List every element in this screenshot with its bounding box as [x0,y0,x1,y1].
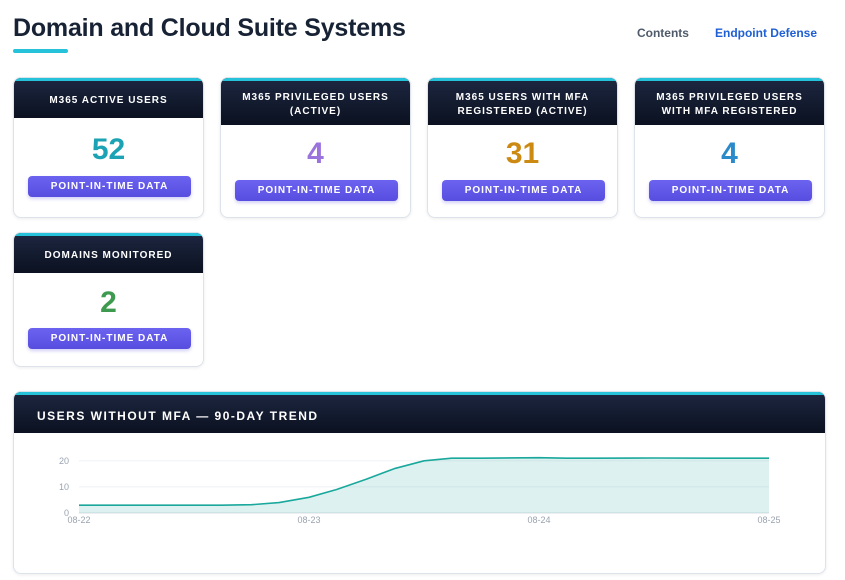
metric-card-m365-users-with-mfa: M365 USERS WITH MFA REGISTERED (ACTIVE) … [427,77,618,218]
card-header: M365 USERS WITH MFA REGISTERED (ACTIVE) [428,78,617,125]
card-header: M365 ACTIVE USERS [14,78,203,118]
top-nav: Contents Endpoint Defense [637,26,817,40]
metric-card-domains-monitored: DOMAINS MONITORED 2 POINT-IN-TIME DATA [13,232,204,367]
card-value: 31 [505,137,540,170]
x-tick-label: 08-22 [67,515,90,525]
card-label: M365 PRIVILEGED USERS WITH MFA REGISTERE… [656,91,803,117]
x-tick-label: 08-25 [757,515,780,525]
series-line [79,456,769,506]
metric-card-m365-active-users: M365 ACTIVE USERS 52 POINT-IN-TIME DATA [13,77,204,218]
point-in-time-data-button[interactable]: POINT-IN-TIME DATA [235,180,398,201]
trend-chart: 0 10 20 08-22 08-23 08-24 08-25 [59,456,781,525]
users-without-mfa-trend-panel: USERS WITHOUT MFA — 90-DAY TREND 0 10 20 08… [13,391,826,574]
title-underline [13,49,68,53]
y-tick-label: 0 [64,508,69,518]
card-label: M365 PRIVILEGED USERS (ACTIVE) [242,91,389,117]
point-in-time-data-button[interactable]: POINT-IN-TIME DATA [442,180,605,201]
point-in-time-data-button[interactable]: POINT-IN-TIME DATA [649,180,812,201]
card-value: 4 [721,137,738,170]
card-label: M365 USERS WITH MFA REGISTERED (ACTIVE) [455,91,590,117]
point-in-time-data-button[interactable]: POINT-IN-TIME DATA [28,176,191,197]
nav-link-contents[interactable]: Contents [636,26,689,40]
card-header: DOMAINS MONITORED [14,233,203,273]
point-in-time-data-button[interactable]: POINT-IN-TIME DATA [28,328,191,349]
page-title: Domain and Cloud Suite Systems [13,14,406,42]
metric-card-m365-privileged-with-mfa: M365 PRIVILEGED USERS WITH MFA REGISTERE… [634,77,825,218]
card-label: M365 ACTIVE USERS [49,95,168,106]
card-header: M365 PRIVILEGED USERS WITH MFA REGISTERE… [635,78,824,125]
card-label: DOMAINS MONITORED [44,250,173,261]
card-header: M365 PRIVILEGED USERS (ACTIVE) [221,78,410,125]
y-tick-label: 10 [59,482,69,492]
card-value: 4 [307,137,324,170]
page-header: Domain and Cloud Suite Systems Contents … [13,12,833,56]
card-value: 2 [100,286,117,319]
trend-header: USERS WITHOUT MFA — 90-DAY TREND [14,392,825,433]
card-value: 52 [91,133,126,166]
series-area [79,457,769,513]
metric-card-m365-privileged-users: M365 PRIVILEGED USERS (ACTIVE) 4 POINT-I… [220,77,411,218]
nav-link-endpoint-defense[interactable]: Endpoint Defense [714,26,817,40]
trend-title: USERS WITHOUT MFA — 90-DAY TREND [37,409,319,423]
x-tick-label: 08-23 [297,515,320,525]
x-tick-label: 08-24 [527,515,550,525]
y-tick-label: 20 [59,456,69,466]
